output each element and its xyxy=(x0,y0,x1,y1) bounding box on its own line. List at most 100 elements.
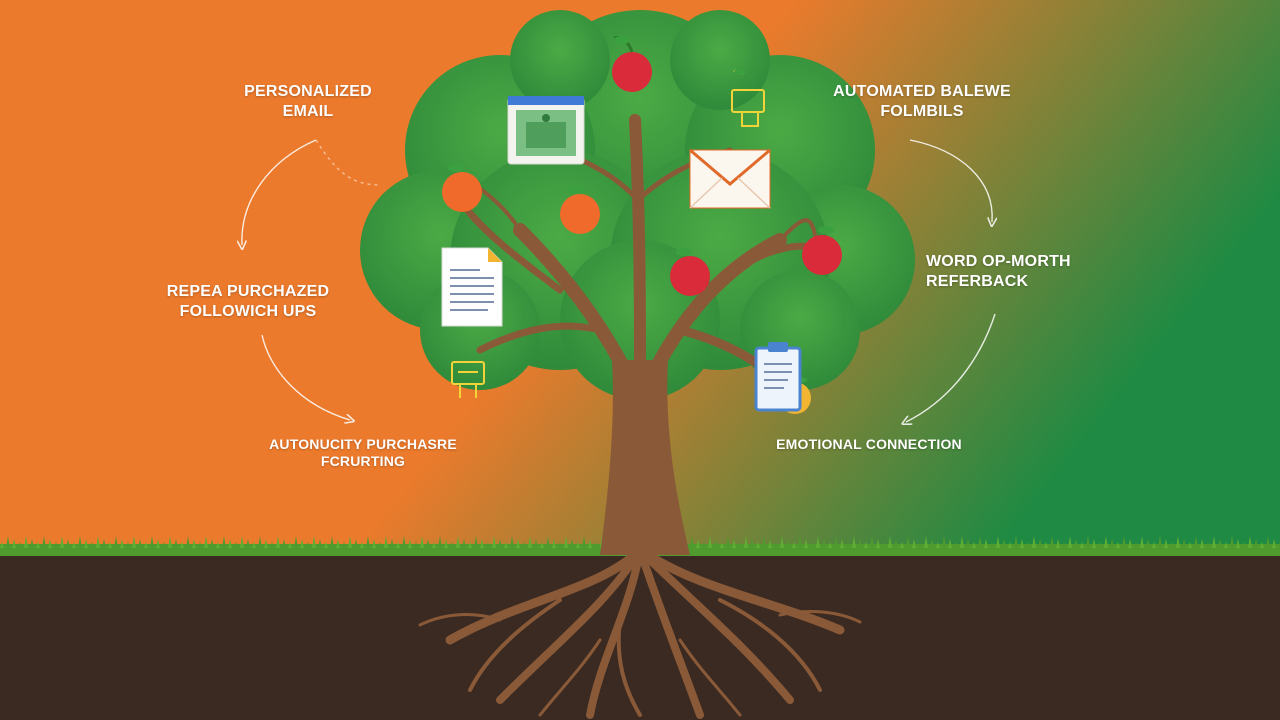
label-line: REFERBACK xyxy=(926,273,1029,290)
grass-blade xyxy=(492,536,496,548)
grass-blade xyxy=(1104,536,1108,548)
grass-blade xyxy=(114,536,118,548)
grass-blade xyxy=(156,539,160,548)
word-of-mouth-label: WORD OP-MORTH REFERBACK xyxy=(926,252,1126,292)
grass-blade xyxy=(54,542,58,548)
grass-blade xyxy=(1218,539,1222,548)
grass-blade xyxy=(720,542,724,548)
grass-blade xyxy=(816,536,820,548)
grass-blade xyxy=(1128,539,1132,548)
grass-blade xyxy=(588,539,592,548)
grass-blade xyxy=(1176,536,1180,548)
grass-blade xyxy=(696,539,700,548)
grass-blade xyxy=(1146,539,1150,548)
grass-blade xyxy=(1026,542,1030,548)
envelope-icon xyxy=(689,148,771,209)
grass-blade xyxy=(480,539,484,548)
grass-blade xyxy=(420,536,424,548)
grass-blade xyxy=(66,539,70,548)
grass-blade xyxy=(432,542,436,548)
automated-label: AUTOMATED BALEWE FOLMBILS xyxy=(812,82,1032,122)
grass-blade xyxy=(120,539,124,548)
document-icon xyxy=(441,247,503,327)
grass-blade xyxy=(1206,542,1210,548)
grass-blade xyxy=(498,539,502,548)
grass-blade xyxy=(942,536,946,548)
grass-blade xyxy=(924,536,928,548)
grass-blade xyxy=(1098,542,1102,548)
grass-blade xyxy=(540,542,544,548)
grass-blade xyxy=(300,539,304,548)
grass-blade xyxy=(450,542,454,548)
grass-blade xyxy=(798,536,802,548)
grass-blade xyxy=(408,539,412,548)
grass-blade xyxy=(522,542,526,548)
grass-blade xyxy=(162,542,166,548)
grass-blade xyxy=(330,536,334,548)
grass-blade xyxy=(78,536,82,548)
grass-blade xyxy=(1002,539,1006,548)
grass-blade xyxy=(1152,542,1156,548)
grass-blade xyxy=(12,539,16,548)
grass-blade xyxy=(1092,539,1096,548)
grass-blade xyxy=(1272,539,1276,548)
grass-blade xyxy=(594,542,598,548)
grass-blade xyxy=(534,539,538,548)
grass-blade xyxy=(714,539,718,548)
grass-blade xyxy=(30,539,34,548)
grass-blade xyxy=(144,542,148,548)
grass-blade xyxy=(510,536,514,548)
grass-blade xyxy=(198,542,202,548)
grass-blade xyxy=(468,542,472,548)
grass-blade xyxy=(90,542,94,548)
grass-blade xyxy=(270,542,274,548)
sign-icon xyxy=(451,361,485,398)
apple-icon xyxy=(802,226,842,275)
grass-blade xyxy=(96,536,100,548)
grass-blade xyxy=(948,539,952,548)
emotional-connection-label: EMOTIONAL CONNECTION xyxy=(764,436,974,453)
apple-icon xyxy=(612,36,652,92)
grass-blade xyxy=(318,539,322,548)
grass-blade xyxy=(36,542,40,548)
grass-blade xyxy=(246,539,250,548)
label-line: WORD OP-MORTH xyxy=(926,253,1071,270)
grass-blade xyxy=(426,539,430,548)
grass-blade xyxy=(954,542,958,548)
grass-blade xyxy=(72,542,76,548)
grass-blade xyxy=(1080,542,1084,548)
grass-blade xyxy=(1224,542,1228,548)
personalized-email-label: PERSONALIZED EMAIL xyxy=(228,82,388,122)
grass-blade xyxy=(1248,536,1252,548)
grass-blade xyxy=(234,542,238,548)
grass-blade xyxy=(210,539,214,548)
grass-blade xyxy=(804,539,808,548)
grass-blade xyxy=(864,542,868,548)
grass-blade xyxy=(504,542,508,548)
grass-blade xyxy=(0,542,4,548)
grass-blade xyxy=(1122,536,1126,548)
tree-roots xyxy=(418,545,862,719)
grass-blade xyxy=(1050,536,1054,548)
grass-blade xyxy=(150,536,154,548)
grass-blade xyxy=(990,542,994,548)
grass-blade xyxy=(984,539,988,548)
grass-blade xyxy=(750,539,754,548)
grass-blade xyxy=(138,539,142,548)
grass-blade xyxy=(516,539,520,548)
grass-blade xyxy=(834,536,838,548)
grass-blade xyxy=(108,542,112,548)
grass-blade xyxy=(390,539,394,548)
grass-blade xyxy=(1212,536,1216,548)
grass-blade xyxy=(192,539,196,548)
grass-blade xyxy=(876,539,880,548)
grass-blade xyxy=(1038,539,1042,548)
grass-blade xyxy=(1134,542,1138,548)
grass-blade xyxy=(378,542,382,548)
grass-blade xyxy=(222,536,226,548)
grass-blade xyxy=(312,536,316,548)
grass-blade xyxy=(438,536,442,548)
grass-blade xyxy=(1194,536,1198,548)
